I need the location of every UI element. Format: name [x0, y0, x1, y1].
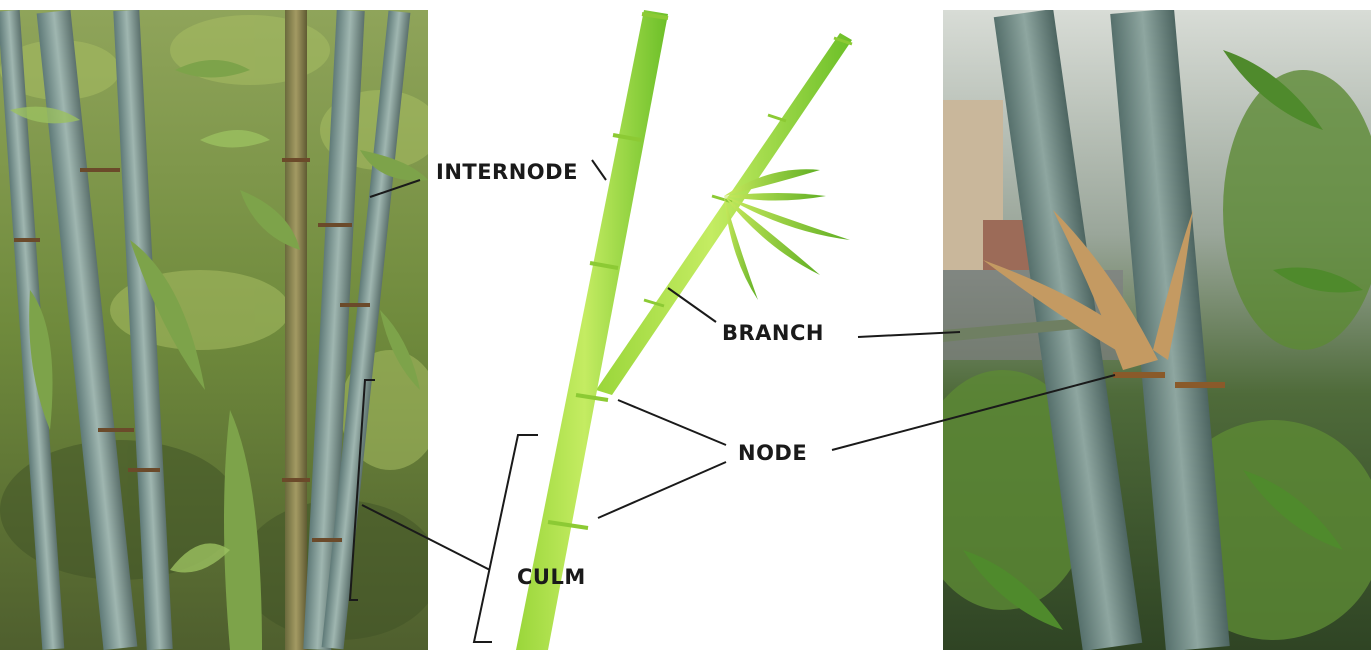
culm-bracket	[474, 435, 538, 642]
branch-left-leader	[668, 288, 716, 322]
node-label: NODE	[738, 443, 807, 464]
branch-label: BRANCH	[722, 323, 824, 344]
bamboo-grove-photo	[0, 10, 428, 650]
main-culm	[516, 10, 668, 650]
node-lower-leader	[598, 462, 726, 518]
culm-label: CULM	[517, 567, 586, 588]
node-upper-leader	[618, 400, 726, 445]
bamboo-leaves	[724, 169, 850, 300]
internode-label: INTERNODE	[436, 162, 578, 183]
internode-right-leader	[592, 160, 606, 180]
bamboo-branch-node-photo	[943, 10, 1371, 650]
